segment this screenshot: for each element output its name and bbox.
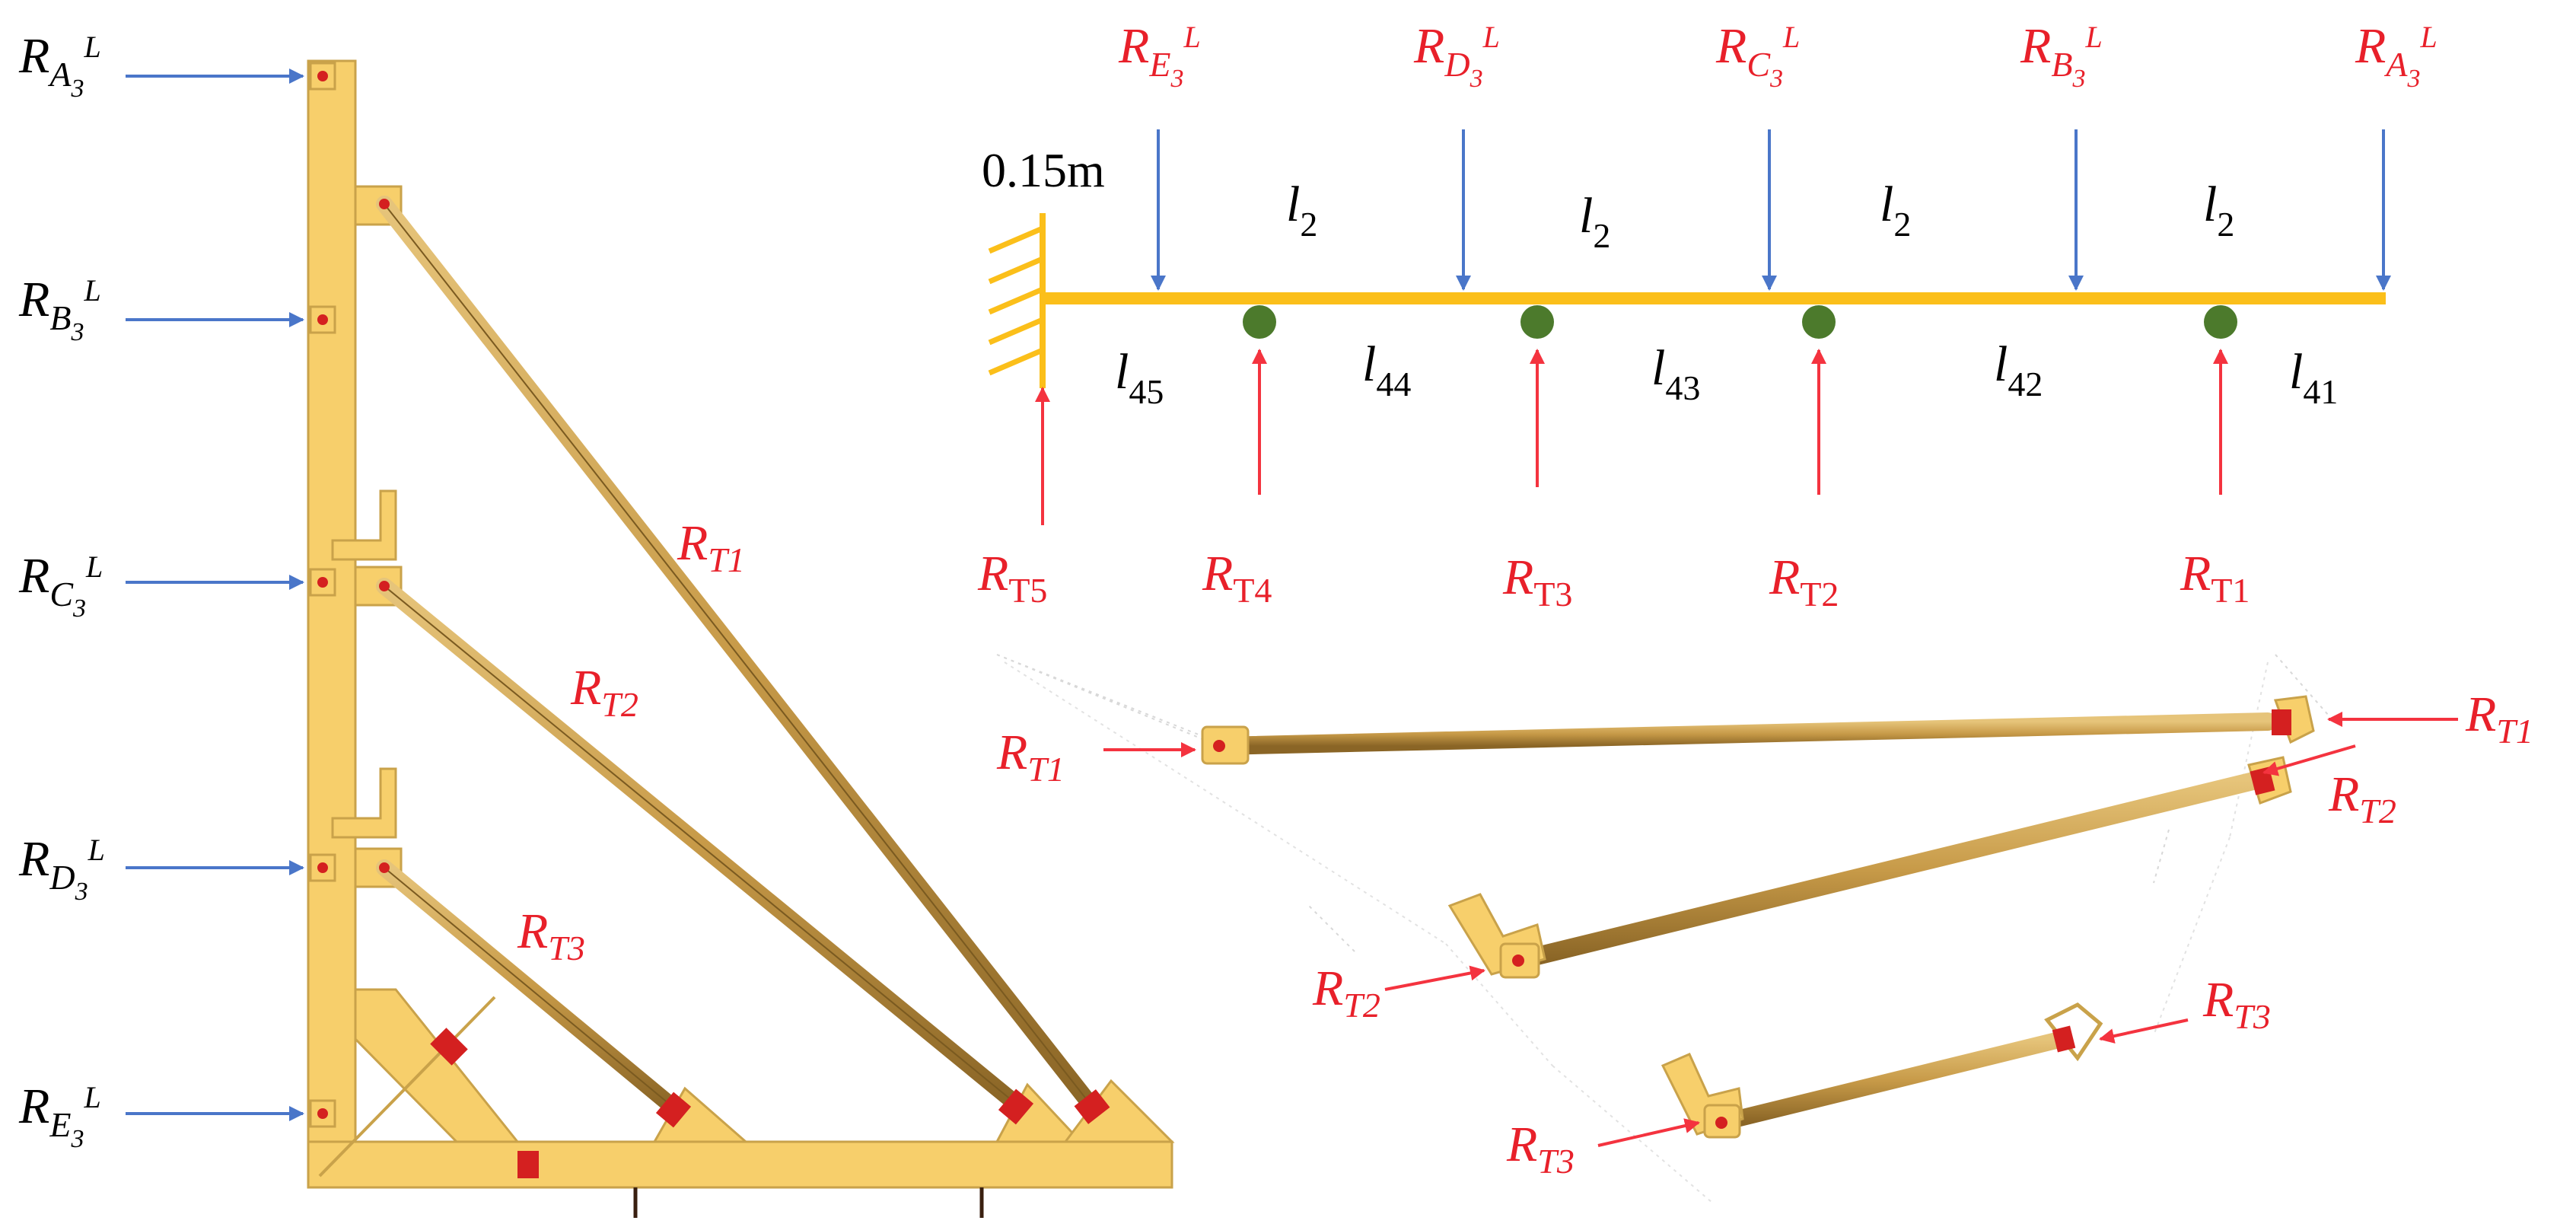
rod-label-t1: RT1 [677,515,745,579]
pin-t3 [379,862,390,873]
detail-pin-t2-left [1512,955,1524,967]
rod-label-t2: RT2 [570,660,638,724]
lower-span-label: l43 [1651,340,1700,407]
detail-label-t1-left: RT1 [996,725,1065,789]
pin-a [317,71,328,81]
upper-span-label: l2 [1579,188,1610,255]
detail-label-t2-left: RT2 [1312,961,1380,1025]
pin-d [317,862,328,873]
pin-box-d [309,853,336,882]
pin-box-c [309,568,336,597]
support-length-label: 0.15m [982,143,1105,197]
corner-brace [354,988,521,1143]
top-load-label-b: RB3L [2020,18,2103,93]
detail-arrow-t3-right [2099,1018,2189,1044]
pin-c [317,577,328,588]
bottom-reaction-label-t2: RT2 [1769,550,1839,614]
beam-model: 0.15m RE3L RD3L RC3L RB3L RA3L l2 l2 l2 … [977,18,2437,614]
tie-node-t2 [1802,305,1836,339]
bracket-d [331,767,397,839]
lower-span-label: l44 [1362,336,1411,403]
vertical-column [307,59,357,1189]
bottom-reaction-label-t5: RT5 [977,546,1047,610]
upper-span-label: l2 [1286,177,1317,244]
turnbuckle-t3 [655,1092,692,1128]
horizontal-base [307,1140,1173,1189]
top-load-label-e: RE3L [1118,18,1201,93]
detail-rod-t2 [1509,771,2266,970]
detail-clevis-t1-left [1201,725,1250,765]
detail-label-t1-right: RT1 [2465,687,2533,751]
lower-span-label: l42 [1994,336,2043,403]
lower-span-label: l41 [2289,344,2338,411]
lower-span-label: l45 [1115,344,1164,411]
wall-reaction-label-d: RD3L [18,831,105,906]
detail-pin-t3-left [1715,1117,1727,1129]
turnbuckle-brace [430,1028,468,1066]
upper-span-label: l2 [1880,177,1911,244]
pin-box-e [309,1099,336,1128]
tie-node-t4 [1243,305,1276,339]
wall-reaction-label-e: RE3L [18,1079,101,1153]
turnbuckle-t1 [1074,1089,1110,1124]
wall-reaction-label-a: RA3L [18,28,101,103]
fixed-support-hatch [988,225,1044,376]
wall-reaction-label-c: RC3L [18,548,103,623]
pin-e [317,1108,328,1119]
bracket-c [331,489,397,561]
detail-rod-t3 [1713,1031,2071,1131]
rod-detail: RT1 RT1 RT2 RT2 RT3 RT3 [996,654,2533,1203]
top-load-label-d: RD3L [1413,18,1500,93]
detail-arrow-t2-left [1384,965,1485,991]
detail-pin-t1-left [1213,740,1225,752]
detail-arrow-t2-right [2262,744,2356,776]
upper-span-label: l2 [2203,177,2234,244]
bottom-reaction-label-t3: RT3 [1502,550,1572,614]
rod-t2-edge [384,585,1017,1104]
detail-label-t2-right: RT2 [2328,766,2396,830]
detail-outline [1004,661,2269,1203]
rod-t3-edge [384,867,674,1108]
wall-reaction-label-b: RB3L [18,272,101,346]
detail-outline [996,654,2329,952]
top-load-label-a: RA3L [2355,18,2437,93]
tie-node-t3 [1520,305,1554,339]
detail-label-t3-right: RT3 [2202,972,2271,1036]
left-frame: RA3L RB3L RC3L RD3L RE3L RT1 RT2 RT3 [18,28,1175,1218]
detail-turnbuckle-t3 [2052,1025,2076,1053]
bottom-reaction-label-t1: RT1 [2180,546,2250,610]
brace-thin-rod [318,996,496,1178]
pin-box-b [309,305,336,334]
pin-box-a [309,62,336,91]
tie-node-t1 [2204,305,2237,339]
detail-rod-t1 [1210,712,2277,755]
rod-label-t3: RT3 [517,904,585,967]
pin-b [317,314,328,325]
top-load-label-c: RC3L [1715,18,1800,93]
base-splice [517,1151,539,1178]
detail-turnbuckle-t1 [2272,709,2291,735]
turnbuckle-t2 [998,1088,1034,1125]
detail-arrow-t3-left [1597,1118,1700,1147]
rod-t1-edge [384,203,1097,1112]
bottom-reaction-label-t4: RT4 [1202,546,1272,610]
pin-t1 [379,199,390,209]
pin-t2 [379,581,390,591]
detail-label-t3-left: RT3 [1506,1117,1575,1181]
